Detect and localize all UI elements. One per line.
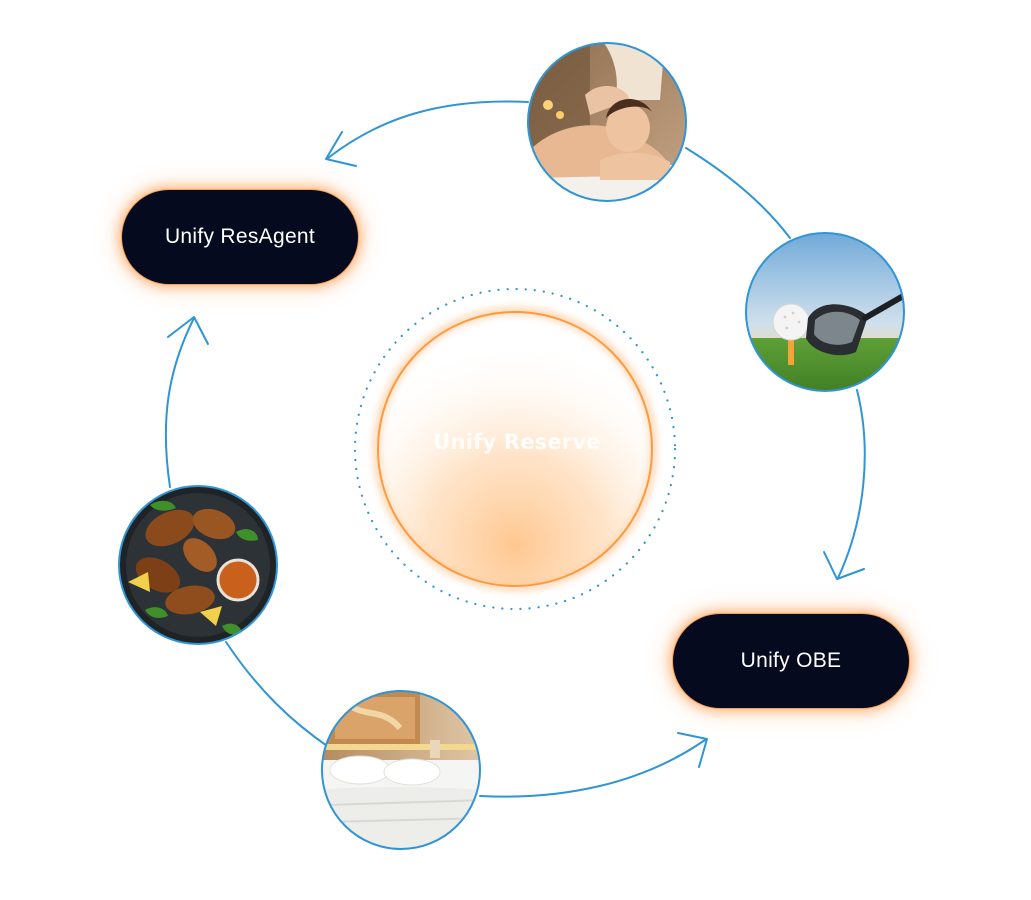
arrow-golf-to-obe (837, 389, 866, 579)
arrow-spa-to-resagent (327, 100, 529, 159)
hub-circle (377, 311, 653, 587)
resagent-label: Unify ResAgent (164, 225, 316, 248)
arrow-dining-to-resagent (164, 317, 195, 488)
arrowhead-obe (823, 551, 865, 580)
arrow-rooms-to-obe (479, 739, 706, 798)
arrowhead-resagent-top (325, 131, 357, 167)
arrowhead-resagent-bottom (167, 316, 209, 345)
hub-dotted-ring (353, 287, 677, 611)
arc-spa-to-golf (685, 147, 791, 239)
hub-node (353, 287, 677, 611)
flow-arrows (164, 100, 866, 798)
resagent-node: Unify ResAgent (121, 189, 359, 285)
chicken-wings-photo-icon (118, 485, 278, 645)
obe-node: Unify OBE (672, 613, 910, 709)
obe-label: Unify OBE (740, 649, 842, 672)
spa-massage-photo-icon (527, 42, 687, 202)
golf-ball-photo-icon (745, 232, 905, 392)
arrowhead-obe-bottom (677, 732, 708, 768)
hotel-bed-photo-icon (321, 690, 481, 850)
hub-label: Unify Reserve (433, 430, 601, 454)
arc-dining-to-rooms (225, 641, 331, 749)
